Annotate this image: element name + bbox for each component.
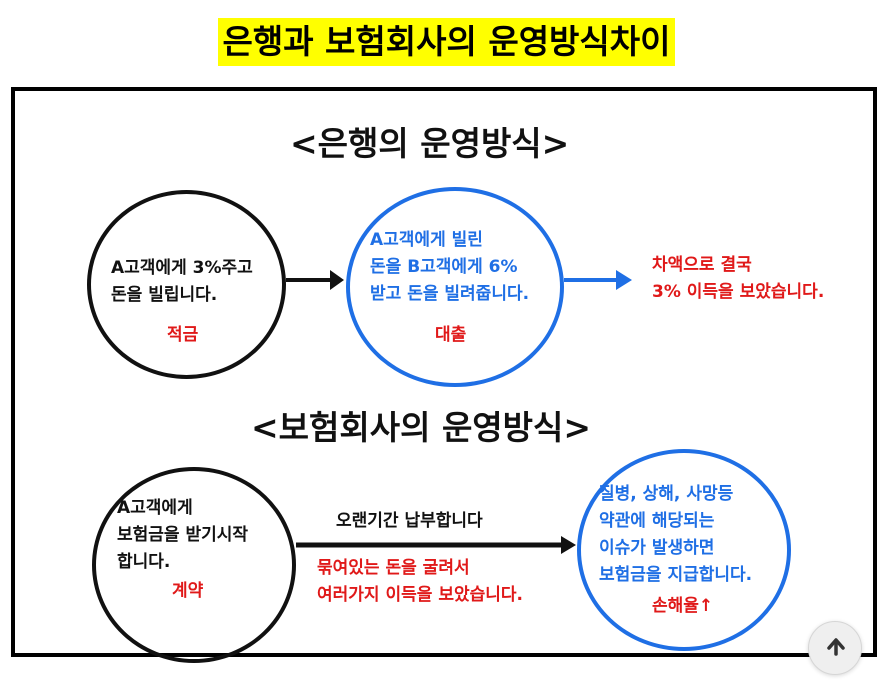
insurance-arrow-bottom-text: 묶여있는 돈을 굴려서 여러가지 이득을 보았습니다.	[317, 555, 523, 609]
insurance-contract-circle	[92, 467, 296, 663]
bank-deposit-line-2: 돈을 빌립니다.	[111, 285, 218, 305]
bank-deposit-tag: 적금	[167, 325, 199, 345]
diagram-frame	[11, 87, 877, 657]
bank-loan-text: A고객에게 빌린 돈을 B고객에게 6% 받고 돈을 빌려줍니다.	[370, 227, 529, 308]
bank-deposit-circle	[87, 190, 286, 379]
insurance-payout-line-4: 보험금을 지급합니다.	[599, 565, 753, 585]
bank-loan-line-1: A고객에게 빌린	[370, 230, 483, 250]
bank-arrow-1	[286, 270, 344, 290]
insurance-arrow-bottom-line-1: 묶여있는 돈을 굴려서	[317, 558, 470, 578]
insurance-contract-line-1: A고객에게	[117, 498, 193, 518]
insurance-payout-line-1: 질병, 상해, 사망등	[599, 484, 734, 504]
insurance-arrow-bottom-line-2: 여러가지 이득을 보았습니다.	[317, 585, 523, 605]
bank-deposit-line-1: A고객에게 3%주고	[111, 258, 253, 278]
bank-result-line-1: 차액으로 결국	[652, 255, 752, 275]
bank-result-text: 차액으로 결국 3% 이득을 보았습니다.	[652, 252, 824, 306]
insurance-payout-tag: 손해율↑	[652, 596, 714, 616]
insurance-contract-line-3: 합니다.	[117, 552, 171, 572]
insurance-contract-line-2: 보험금을 받기시작	[117, 525, 249, 545]
scroll-top-button[interactable]	[808, 621, 862, 675]
bank-deposit-text: A고객에게 3%주고 돈을 빌립니다.	[111, 255, 253, 309]
insurance-arrow-top-text: 오랜기간 납부합니다	[336, 511, 483, 531]
bank-loan-line-2: 돈을 B고객에게 6%	[370, 257, 518, 277]
bank-loan-circle	[346, 187, 564, 387]
arrow-up-icon	[827, 638, 845, 656]
insurance-payout-line-2: 약관에 해당되는	[599, 511, 715, 531]
bank-loan-tag: 대출	[435, 325, 467, 345]
bank-result-line-2: 3% 이득을 보았습니다.	[652, 282, 825, 302]
page-title-wrap: 은행과 보험회사의 운영방식차이	[0, 18, 893, 66]
bank-loan-line-3: 받고 돈을 빌려줍니다.	[370, 284, 530, 304]
insurance-payout-circle	[577, 449, 791, 651]
insurance-contract-tag: 계약	[172, 581, 204, 601]
insurance-arrow	[296, 536, 576, 554]
insurance-payout-line-3: 이슈가 발생하면	[599, 538, 715, 558]
bank-arrow-2	[564, 270, 632, 290]
bank-heading: <은행의 운영방식>	[290, 124, 570, 163]
insurance-contract-text: A고객에게 보험금을 받기시작 합니다.	[117, 495, 248, 576]
insurance-payout-text: 질병, 상해, 사망등 약관에 해당되는 이슈가 발생하면 보험금을 지급합니다…	[599, 481, 752, 589]
page-title: 은행과 보험회사의 운영방식차이	[218, 18, 675, 66]
insurance-heading: <보험회사의 운영방식>	[251, 408, 592, 447]
